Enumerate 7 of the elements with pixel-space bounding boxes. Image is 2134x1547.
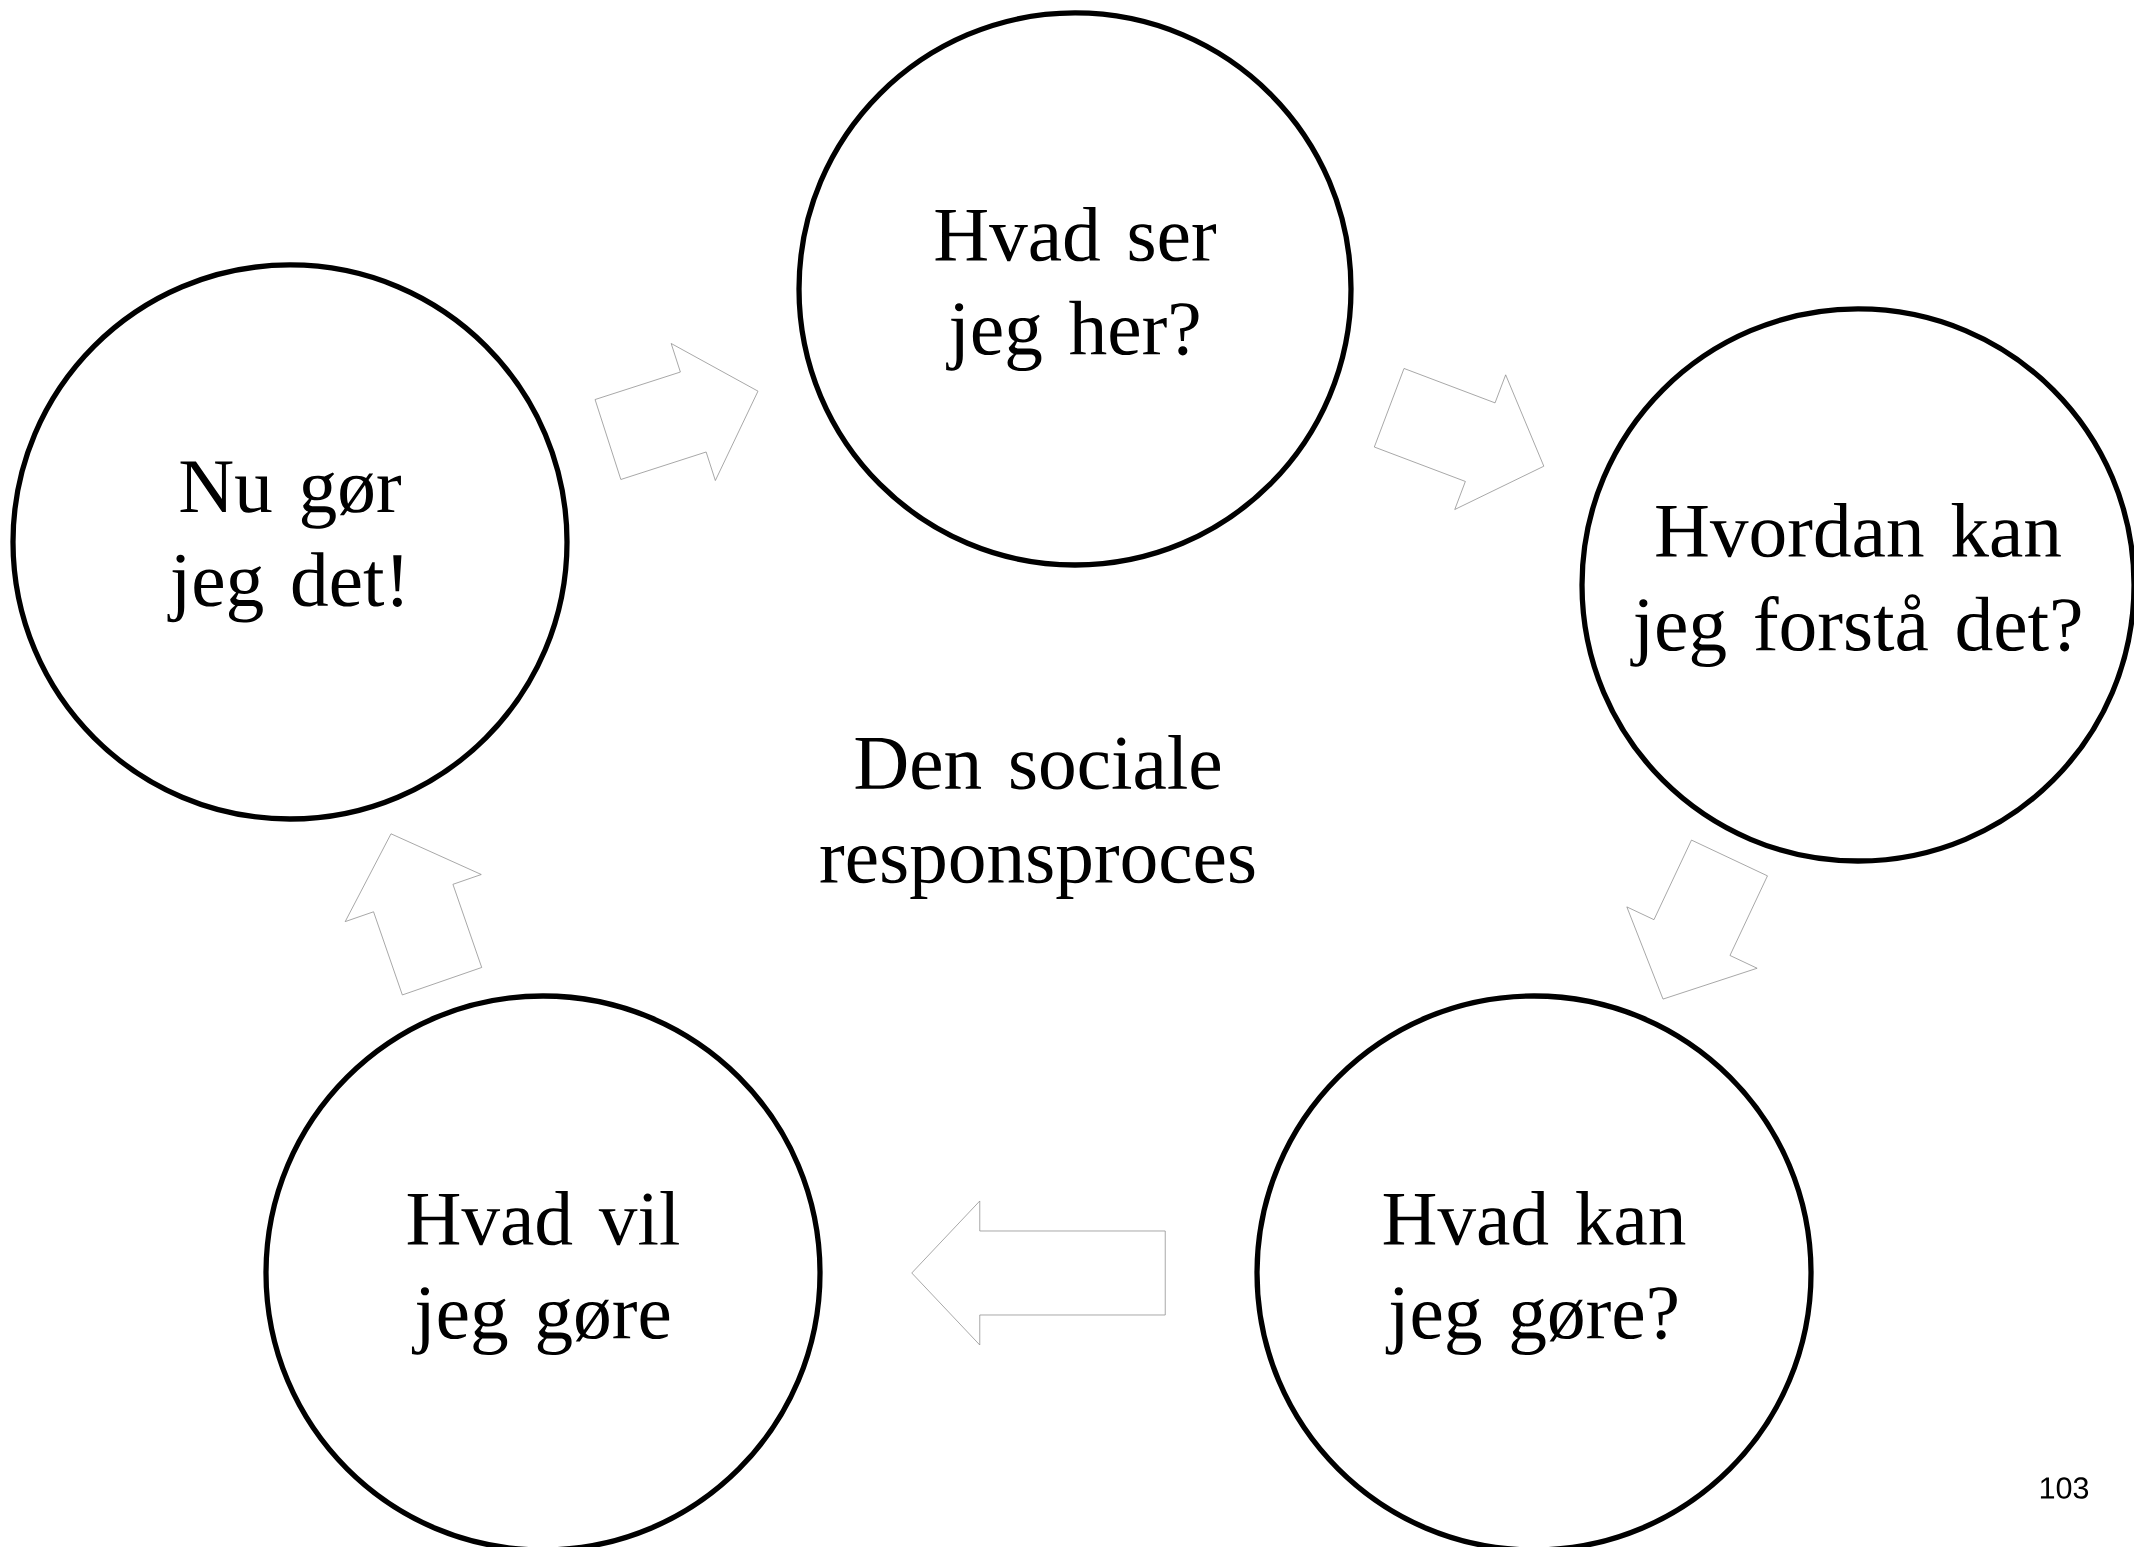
page-number: 103 [2040, 1477, 2089, 1499]
block-arrow [1626, 839, 1768, 1000]
block-arrow [344, 833, 483, 996]
block-arrow [594, 343, 759, 481]
block-arrow [1373, 368, 1545, 510]
block-arrow [911, 1200, 1166, 1346]
center-title: Den sociale responsproces [820, 735, 1255, 899]
